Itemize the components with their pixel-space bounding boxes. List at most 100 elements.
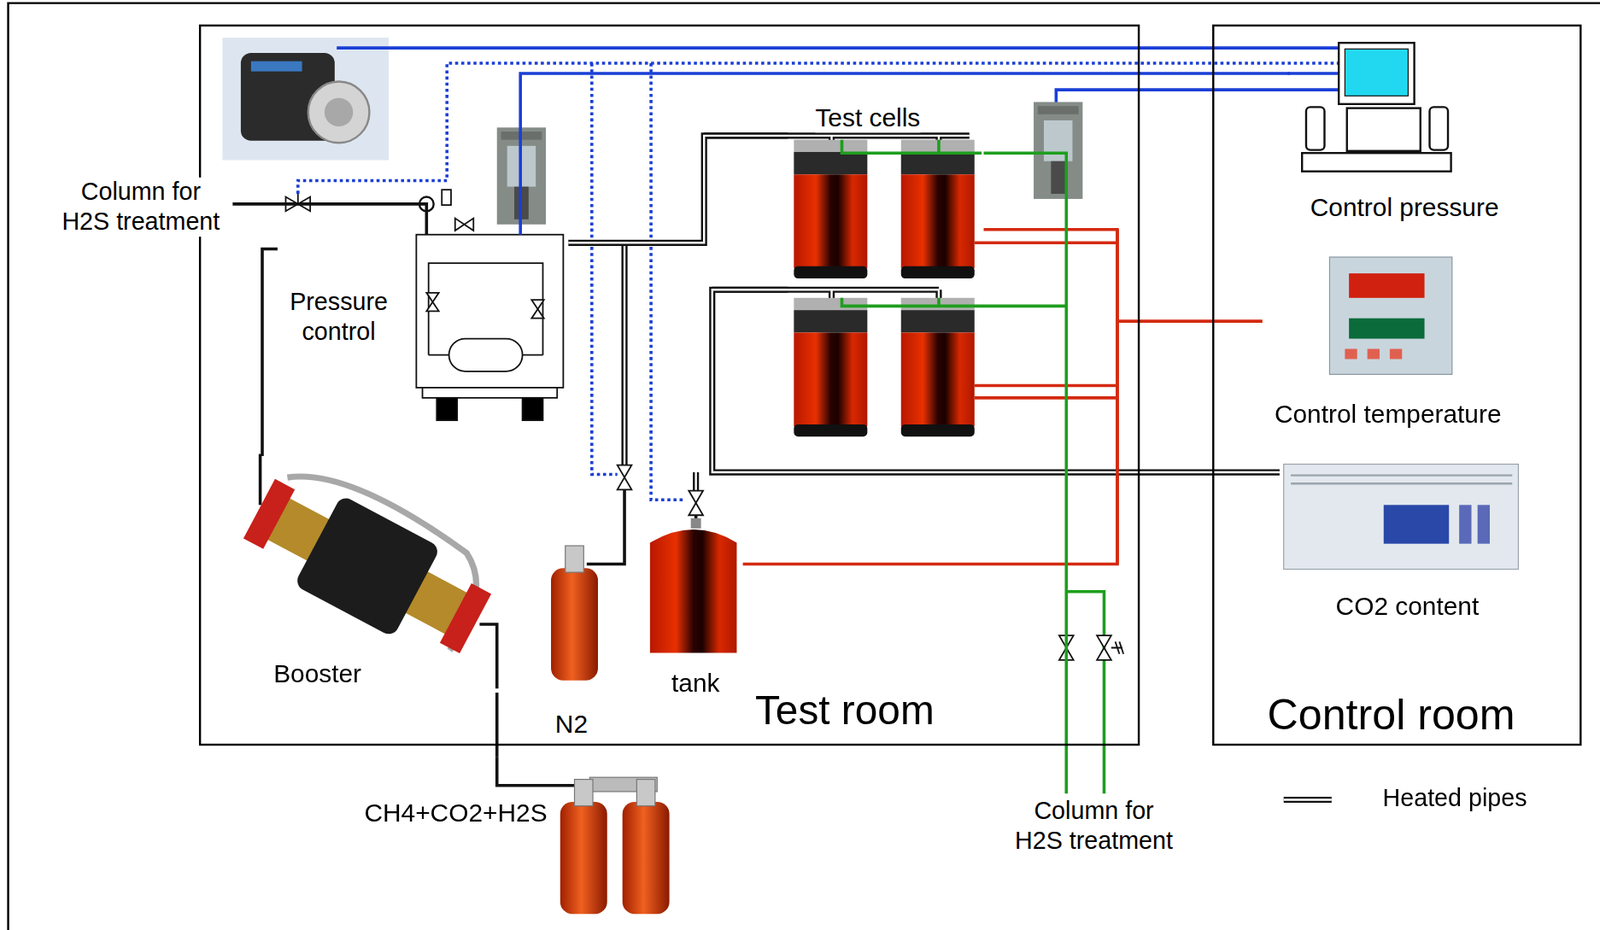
n2-cylinder [550,545,598,681]
pressure-control-unit-drawing [416,189,563,421]
booster-picture [234,451,506,689]
unit-wheel [436,398,458,421]
gas-line [258,454,263,506]
tank-vessel [650,529,738,654]
tank-nozzle [691,518,702,529]
heated-pipe [712,289,1280,473]
tank: tank [646,524,743,703]
relief-valve-symbol [1096,635,1124,661]
button [1344,349,1357,360]
node-label: tank [671,667,720,698]
pump-rotor [324,98,353,127]
node-label: Test cells [814,101,921,133]
column-label: Column for H2S treatment [1000,793,1190,863]
unit-wheel [522,398,544,421]
heated-pipes [624,135,1332,801]
unit-frame [422,387,558,399]
gas-supply: CH4+CO2+H2S [358,756,678,921]
connector-group [984,152,1067,794]
connector-group [984,229,1263,323]
button [1367,349,1380,360]
speaker [1306,106,1325,150]
node-label: N2 [555,708,588,739]
control-wire [650,63,686,500]
valve-symbol [455,218,475,231]
outer-frame [8,3,1600,930]
pressure-control-unit: Pressure control [277,234,569,423]
legend-entry: Heated pipes [1383,783,1528,813]
actuator-symbol [441,189,452,206]
button [1459,504,1472,544]
co2-analyzer-picture [1283,464,1519,570]
test-cell [901,298,975,437]
vent-line [1066,591,1104,795]
node-label: Column for H2S treatment [1011,797,1178,856]
display-red [1348,273,1425,299]
gas-supply-picture [497,756,670,915]
connector-group [232,204,427,235]
vent-line [841,140,982,154]
valve-symbol [688,491,704,516]
temperature-controller: Control temperature [1262,255,1513,434]
thermocouple-wire [984,229,1263,323]
pump-head [308,82,370,144]
button [1389,349,1402,360]
valve-symbol [531,299,544,319]
test-cell [793,298,868,437]
connector-group [743,321,1263,564]
pump-background [222,37,389,160]
signal-wire [520,73,1290,235]
vent-line [841,298,1067,307]
analyzer-display [1383,504,1449,544]
node-label: CH4+CO2+H2S [363,797,547,828]
booster: Booster [231,456,508,693]
temperature-controller-picture [1329,257,1452,375]
analyzer-housing [1283,464,1519,570]
valve-symbol [617,465,633,491]
computer-case [1347,108,1421,152]
thermocouple-wire [974,229,1118,565]
node-label: Control room [1267,689,1516,741]
node-label: Column for H2S treatment [58,177,224,237]
booster-rods [258,493,476,639]
node-label: Pressure control [277,287,400,347]
column-label: Column for H2S treatment [48,175,233,241]
unit-housing [416,234,563,388]
test-cell [901,140,975,279]
keyboard [1301,152,1451,172]
signal-wire [1055,89,1342,128]
vent-line [984,152,1067,794]
monitor-screen [1344,48,1408,96]
controller-panel [1329,257,1452,375]
pump-picture [222,37,389,160]
gas-cylinder [622,779,670,915]
connector-group [262,248,278,456]
room-box: Pressure controlTest cellsBoosterN2tankT… [199,24,1140,747]
node-label: CO2 content [1336,591,1480,622]
test-cell [793,140,868,279]
heated-pipe [568,135,788,243]
booster-body [293,494,441,638]
legend-sample-core [1283,798,1332,801]
control-wire [591,63,618,475]
speaker [1430,106,1449,150]
signal-wire [1287,71,1342,76]
gas-cylinder [560,779,608,915]
thermocouple-wire [743,321,1263,564]
heated-pipe [624,240,697,492]
monitor-frame [1338,42,1414,105]
gas-line [479,624,497,689]
connector-group [568,135,788,243]
booster-cap [439,583,492,654]
connector-group [496,692,498,757]
test-cells: Test cells [787,99,984,443]
computer-picture [1301,42,1451,172]
gas-line [232,204,427,235]
heated-pipe-core [712,289,1280,473]
pressure-controller: Control pressure [1289,41,1505,227]
node-label: Control pressure [1310,192,1500,223]
valve-symbol [426,293,439,312]
